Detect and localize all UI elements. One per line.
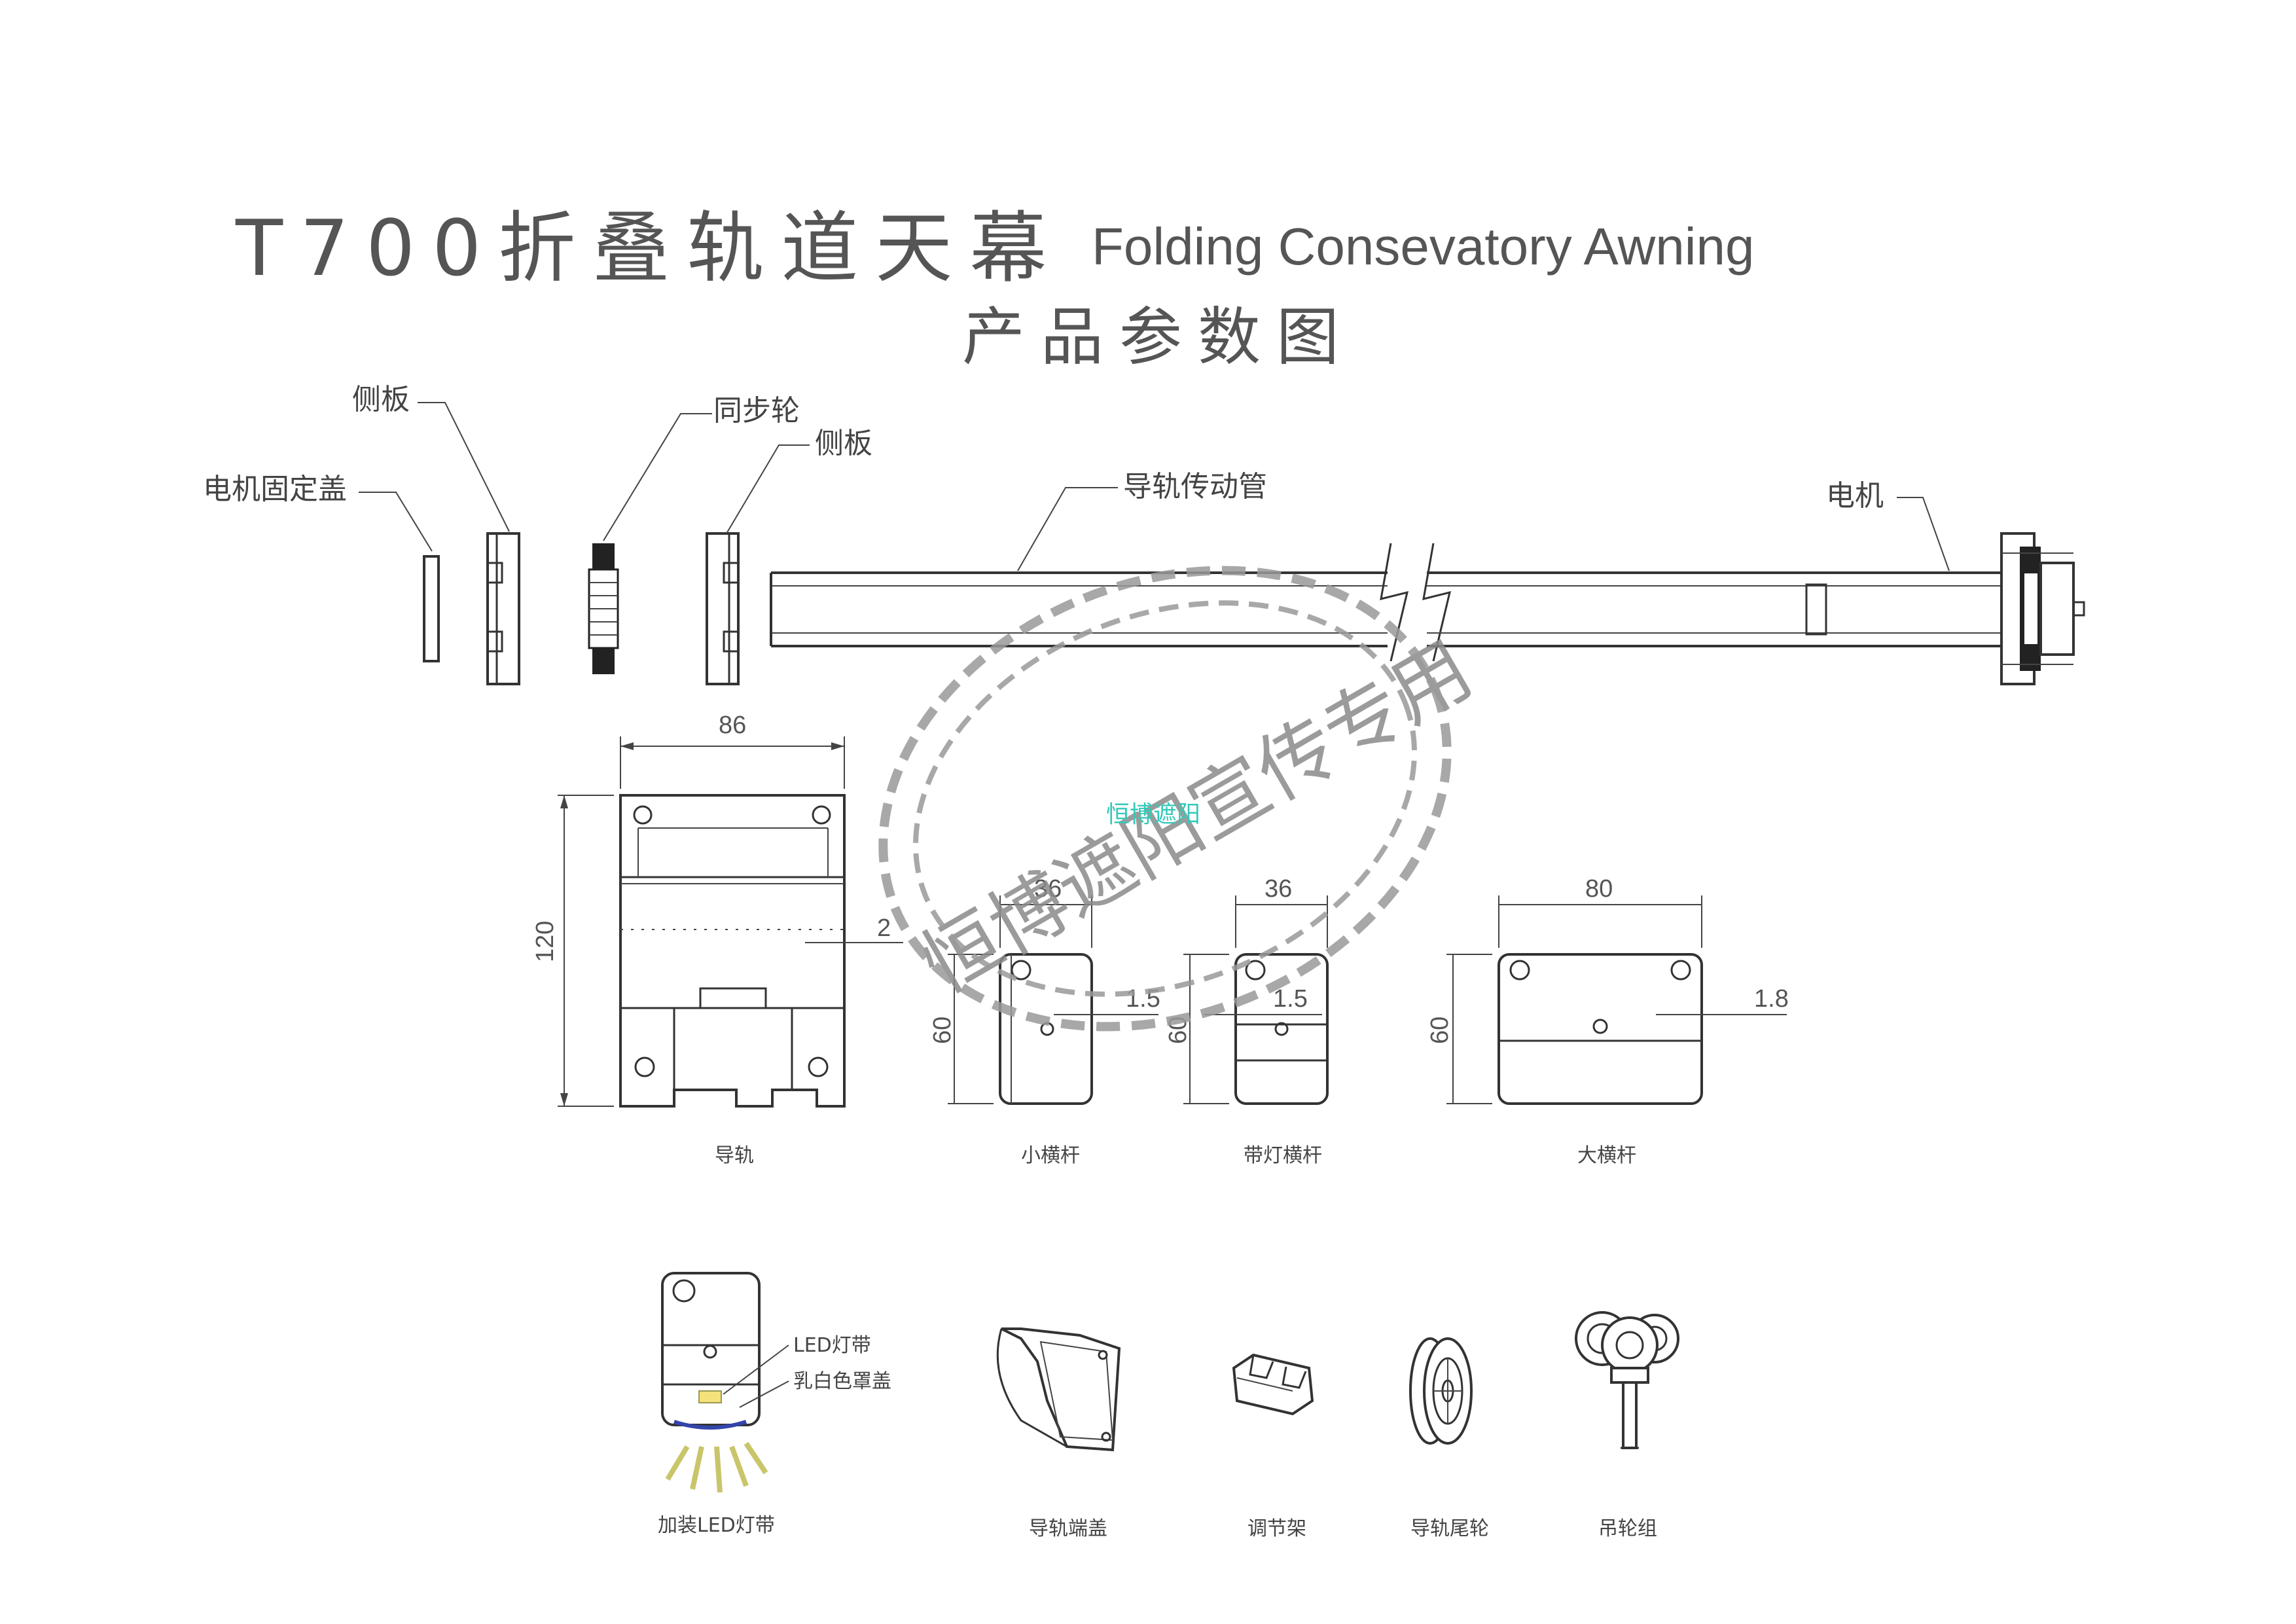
led-cover-callout: 乳白色罩盖 [793,1370,891,1393]
light-bar-wall-dim: 1.5 [1273,985,1308,1013]
rail-dimensions [558,736,903,1107]
led-strip-callout: LED灯带 [793,1334,871,1357]
label-motor-cover: 电机固定盖 [203,473,347,506]
drive-tube-part [770,543,2001,662]
bracket-caption: 调节架 [1247,1517,1306,1540]
large-bar-height-dim: 60 [1426,1017,1454,1044]
rail-width-dim: 86 [719,712,746,739]
label-sync-wheel: 同步轮 [713,394,800,427]
led-strip-mark [698,1390,722,1403]
title-sub: 产品参数图 [962,300,1355,374]
title-en: Folding Consevatory Awning [1092,217,1754,276]
label-motor: 电机 [1826,479,1884,513]
bracket-drawing [1232,1353,1314,1416]
led-bar-drawing [661,1272,789,1493]
watermark-small: 恒博遮阳 [1106,801,1200,828]
hanger-caption: 吊轮组 [1598,1517,1657,1540]
exploded-assembly [359,402,2085,685]
label-drive-tube: 导轨传动管 [1123,470,1267,503]
light-bar-profile [1234,953,1329,1105]
large-bar-width-dim: 80 [1585,875,1613,903]
sync-wheel-part [588,543,619,674]
label-side-plate-right: 侧板 [815,427,872,460]
small-bar-height-dim: 60 [929,1017,956,1044]
large-bar-profile [1498,953,1703,1105]
rail-profile [619,794,846,1108]
rail-wall-dim: 2 [877,914,891,942]
side-plate-left-part [486,532,520,685]
motor-cover-part [423,555,440,662]
light-bar-caption: 带灯横杆 [1244,1144,1322,1167]
light-bar-dimensions [1183,895,1328,1104]
end-cap-caption: 导轨端盖 [1029,1517,1107,1540]
large-bar-dimensions [1446,895,1787,1104]
tail-wheel-drawing [1409,1337,1473,1445]
light-rays [665,1441,768,1493]
tail-wheel-caption: 导轨尾轮 [1410,1517,1489,1540]
title-cn: T700折叠轨道天幕 [235,203,1064,293]
light-bar-width-dim: 36 [1265,875,1292,903]
large-bar-wall-dim: 1.8 [1754,985,1789,1013]
small-bar-caption: 小横杆 [1021,1144,1080,1167]
rail-caption: 导轨 [715,1144,754,1167]
end-cap-drawing [996,1327,1121,1452]
motor-part [2000,532,2085,685]
side-plate-right-part [706,532,740,685]
rail-height-dim: 120 [531,921,559,962]
small-bar-dimensions [948,895,1158,1104]
hanger-drawing [1575,1311,1679,1449]
label-side-plate-left: 侧板 [352,383,410,416]
small-bar-width-dim: 36 [1034,875,1062,903]
large-bar-caption: 大横杆 [1577,1144,1636,1167]
led-caption: 加装LED灯带 [658,1514,775,1537]
